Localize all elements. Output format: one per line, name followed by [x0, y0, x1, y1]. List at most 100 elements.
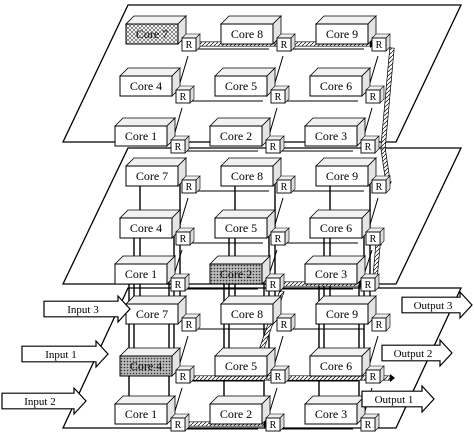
output-3-arrow: Output 3 [401, 290, 473, 320]
core-label: Core 3 [315, 407, 347, 421]
core-node: Core 5R [214, 67, 290, 104]
core-label: Core 5 [225, 221, 257, 235]
core-box [119, 75, 173, 97]
router-box [181, 37, 197, 52]
router-box [265, 277, 281, 292]
core-box [125, 165, 179, 187]
router-box [265, 417, 281, 432]
core-box-top [125, 157, 187, 167]
core-node: Core 4R [119, 67, 195, 104]
router-box [181, 317, 197, 332]
core-label: Core 2 [220, 129, 252, 143]
core-box [119, 217, 173, 239]
router-box [360, 277, 376, 292]
core-label: Core 1 [125, 407, 157, 421]
core-box-top [315, 295, 377, 305]
router-box [175, 369, 191, 384]
core-box-top [304, 117, 366, 127]
input-2-arrow-label: Input 2 [24, 396, 55, 408]
core-box [214, 75, 268, 97]
router-label: R [376, 182, 383, 193]
core-label: Core 4 [130, 221, 162, 235]
output-1-arrow-shape [361, 384, 435, 414]
core-box-top [304, 255, 366, 265]
core-box-top [119, 67, 181, 77]
core-box-top [209, 395, 271, 405]
core-box [309, 75, 363, 97]
router-label: R [281, 182, 288, 193]
core-box [119, 355, 173, 377]
core-box-top [309, 347, 371, 357]
core-box [214, 355, 268, 377]
core-label: Core 3 [315, 129, 347, 143]
output-3-arrow-shape [401, 290, 473, 320]
core-label: Core 2 [220, 267, 252, 281]
core-node: Core 5 R [214, 209, 290, 246]
router-box [181, 179, 197, 194]
core-box [220, 165, 274, 187]
core-box [114, 263, 168, 285]
core-label: Core 8 [231, 307, 263, 321]
core-node: Core 9 R [315, 15, 391, 52]
router-label: R [270, 142, 277, 153]
router-label: R [175, 420, 182, 431]
core-label: Core 4 [130, 79, 162, 93]
core-label: Core 5 [225, 79, 257, 93]
router-box [175, 231, 191, 246]
core-box-top [315, 15, 377, 25]
core-label: Core 2 [220, 407, 252, 421]
core-node: Core 8 R [220, 295, 296, 332]
core-box [209, 263, 263, 285]
router-box [371, 317, 387, 332]
core-box [209, 125, 263, 147]
router-box [270, 231, 286, 246]
core-label: Core 9 [326, 27, 358, 41]
router-box [365, 231, 381, 246]
core-box-top [220, 295, 282, 305]
router-label: R [376, 40, 383, 51]
input-2-arrow: Input 2 [1, 386, 87, 416]
core-label: Core 6 [320, 359, 352, 373]
router-box [170, 139, 186, 154]
core-box [304, 403, 358, 425]
output-2-arrow-label: Output 2 [394, 348, 433, 360]
router-label: R [175, 142, 182, 153]
core-box-top [220, 157, 282, 167]
router-box [360, 139, 376, 154]
router-label: R [186, 40, 193, 51]
core-node: Core 3 R [304, 117, 380, 154]
core-label: Core 1 [125, 267, 157, 281]
router-label: R [275, 234, 282, 245]
router-box [270, 369, 286, 384]
core-box [309, 217, 363, 239]
core-box-top [114, 395, 176, 405]
core-box [315, 23, 369, 45]
input-3-arrow-shape [43, 294, 131, 324]
router-box [276, 37, 292, 52]
router-label: R [370, 372, 377, 383]
core-node: Core 6R [309, 209, 385, 246]
core-box-top [119, 347, 181, 357]
core-node: Core 2 R [209, 395, 285, 432]
router-label: R [365, 142, 372, 153]
core-node: Core 9R [315, 157, 391, 194]
router-box [170, 277, 186, 292]
core-node: Core 3R [304, 255, 380, 292]
core-box [209, 403, 263, 425]
router-label: R [281, 320, 288, 331]
core-node: Core 2 R [209, 117, 285, 154]
router-box [265, 139, 281, 154]
core-box-top [125, 295, 187, 305]
router-label: R [270, 420, 277, 431]
output-1-arrow: Output 1 [361, 384, 435, 414]
core-box [114, 125, 168, 147]
input-1-arrow-shape [21, 339, 109, 369]
router-label: R [180, 372, 187, 383]
output-3-arrow-label: Output 3 [414, 300, 453, 312]
core-box-top [315, 157, 377, 167]
core-box-top [309, 209, 371, 219]
core-node: Core 8R [220, 15, 296, 52]
core-node: Core 7R [125, 295, 201, 332]
core-box [309, 355, 363, 377]
